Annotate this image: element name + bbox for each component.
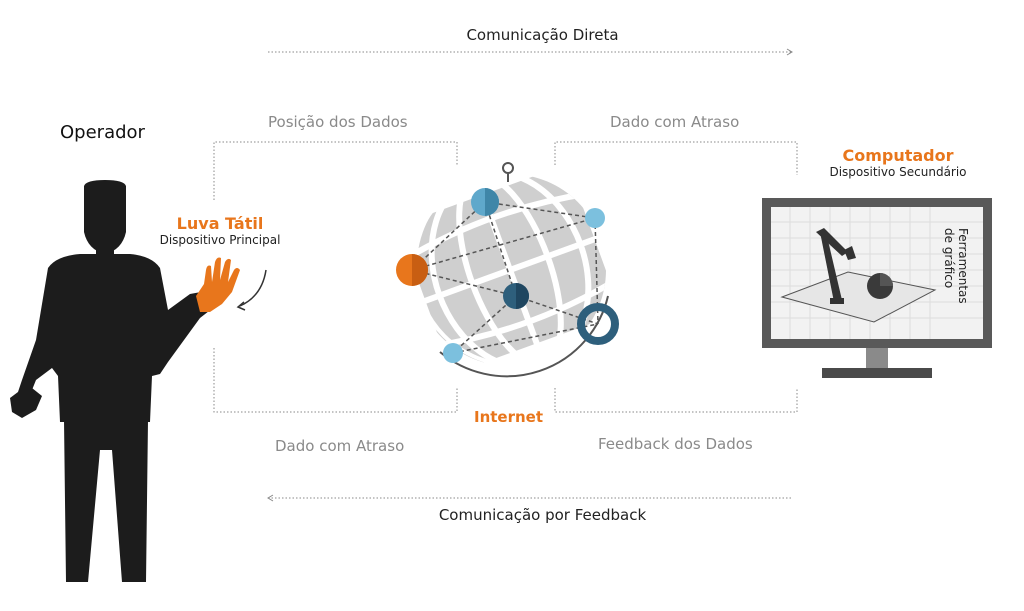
graphic-tools-line2: de gráfico — [942, 228, 956, 289]
glove-title: Luva Tátil — [176, 214, 264, 233]
bracket-position — [213, 141, 458, 200]
graphic-tools-label-line1: Ferramentas — [956, 228, 970, 304]
bracket-delayed-top — [554, 141, 798, 175]
data-feedback-label: Feedback dos Dados — [598, 435, 753, 453]
delayed-data-top-label: Dado com Atraso — [610, 113, 740, 131]
glove-motion-arrow — [239, 269, 267, 307]
operator-figure — [10, 180, 218, 582]
direct-arrow-head — [786, 48, 793, 56]
glove-subtitle: Dispositivo Principal — [159, 233, 281, 247]
computer-caption: Computador Dispositivo Secundário — [818, 146, 978, 179]
bracket-delayed-bottom — [213, 348, 458, 413]
feedback-communication-label: Comunicação por Feedback — [438, 506, 647, 524]
position-data-label: Posição dos Dados — [268, 113, 408, 131]
node-4 — [443, 343, 463, 363]
glove-caption: Luva Tátil Dispositivo Principal — [140, 214, 300, 247]
tactile-glove-icon — [196, 257, 240, 312]
graphic-tools-line1: Ferramentas — [956, 228, 970, 304]
graphic-tools-label: de gráfico — [942, 228, 956, 289]
feedback-arrow-head — [267, 494, 274, 502]
bracket-data-feedback — [554, 388, 798, 413]
computer-monitor-icon — [762, 198, 992, 378]
computer-title: Computador — [842, 146, 954, 165]
direct-communication-label: Comunicação Direta — [466, 26, 619, 44]
network-nodes — [396, 188, 619, 363]
node-2 — [585, 208, 605, 228]
delayed-data-bottom-label: Dado com Atraso — [275, 437, 405, 455]
internet-label: Internet — [474, 408, 544, 426]
computer-subtitle: Dispositivo Secundário — [829, 165, 967, 179]
operator-label: Operador — [60, 122, 145, 143]
node-ring — [577, 303, 619, 345]
